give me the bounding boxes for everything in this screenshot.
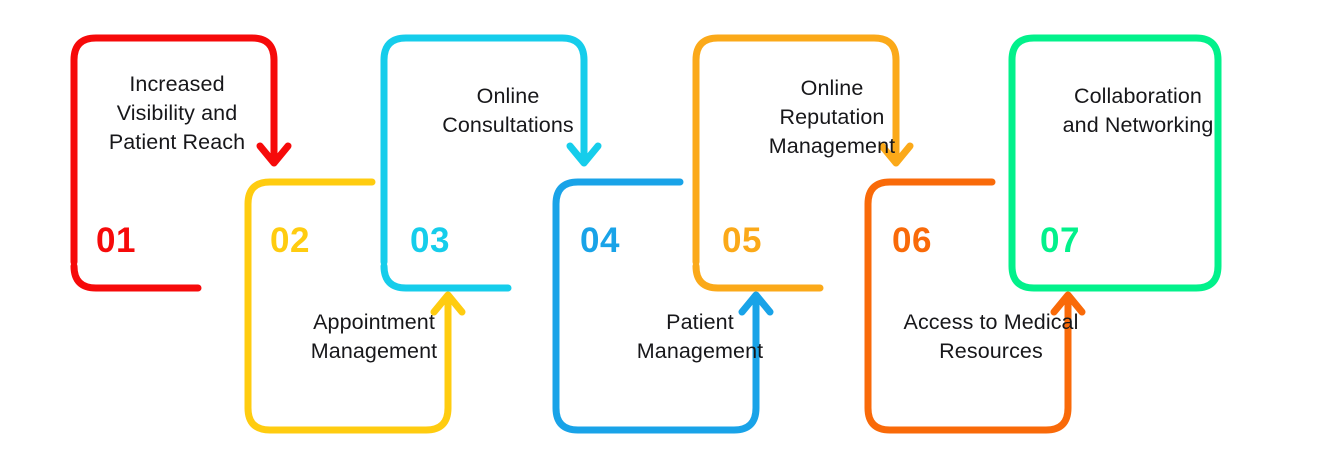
step-outline-01	[70, 34, 278, 266]
step-outline-05	[692, 34, 900, 266]
step-shape-layer	[70, 34, 1222, 434]
step-top-edge-02	[244, 178, 376, 256]
step-outline-06	[864, 238, 1072, 434]
step-outline-02	[244, 238, 452, 434]
step-outline-03	[380, 34, 588, 266]
arrow-up-06	[1050, 291, 1086, 316]
step-bottom-edge-03	[380, 262, 512, 292]
arrow-up-04	[738, 291, 774, 316]
step-outline-07	[1008, 34, 1222, 292]
arrow-up-02	[430, 291, 466, 316]
arrow-down-05	[878, 142, 914, 167]
arrow-down-01	[256, 142, 292, 167]
step-bottom-edge-01	[70, 262, 202, 292]
arrow-down-03	[566, 142, 602, 167]
step-outline-04	[552, 238, 760, 434]
step-top-edge-04	[552, 178, 684, 256]
step-top-edge-06	[864, 178, 996, 256]
step-bottom-edge-05	[692, 262, 824, 292]
